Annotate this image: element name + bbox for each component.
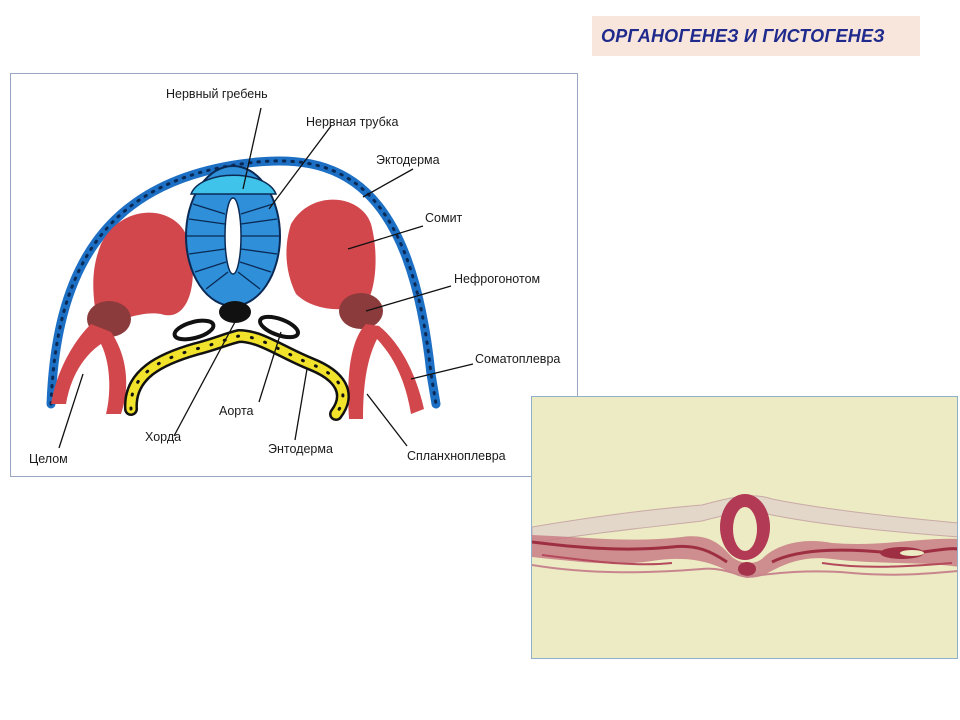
histology-micrograph (531, 396, 958, 659)
neural-crest (189, 174, 278, 195)
label-somite: Сомит (425, 211, 463, 225)
label-endoderm: Энтодерма (268, 442, 333, 456)
label-notochord: Хорда (145, 430, 181, 444)
lateral-mesoderm-left (51, 324, 127, 414)
slide-title: ОРГАНОГЕНЕЗ И ГИСТОГЕНЕЗ (601, 25, 885, 46)
endoderm (123, 328, 350, 421)
nephrotome-right (339, 293, 383, 329)
neural-tube-rays (187, 203, 279, 290)
label-aorta: Аорта (219, 404, 254, 418)
label-coelom: Целом (29, 452, 68, 466)
somite-left (93, 212, 193, 322)
label-somatopleure: Соматоплевра (475, 352, 560, 366)
aorta-left (172, 318, 216, 342)
diagram-canvas: Нервный гребень Нервная трубка Эктодерма… (29, 87, 560, 466)
notochord (219, 301, 251, 323)
embryo-cross-section-diagram: Нервный гребень Нервная трубка Эктодерма… (10, 73, 578, 477)
aorta-right (258, 314, 300, 340)
label-ectoderm: Эктодерма (376, 153, 440, 167)
micrograph-canvas (532, 397, 957, 658)
title-box: ОРГАНОГЕНЕЗ И ГИСТОГЕНЕЗ (592, 16, 920, 56)
lateral-mesoderm-right (348, 324, 424, 419)
label-neural-tube: Нервная трубка (306, 115, 398, 129)
label-splanchnopleure: Спланхноплевра (407, 449, 506, 463)
somite-right (286, 199, 376, 310)
label-nephrogonotome: Нефрогонотом (454, 272, 540, 286)
label-neural-crest: Нервный гребень (166, 87, 268, 101)
leader-lines (58, 107, 474, 449)
neural-canal (224, 197, 242, 275)
